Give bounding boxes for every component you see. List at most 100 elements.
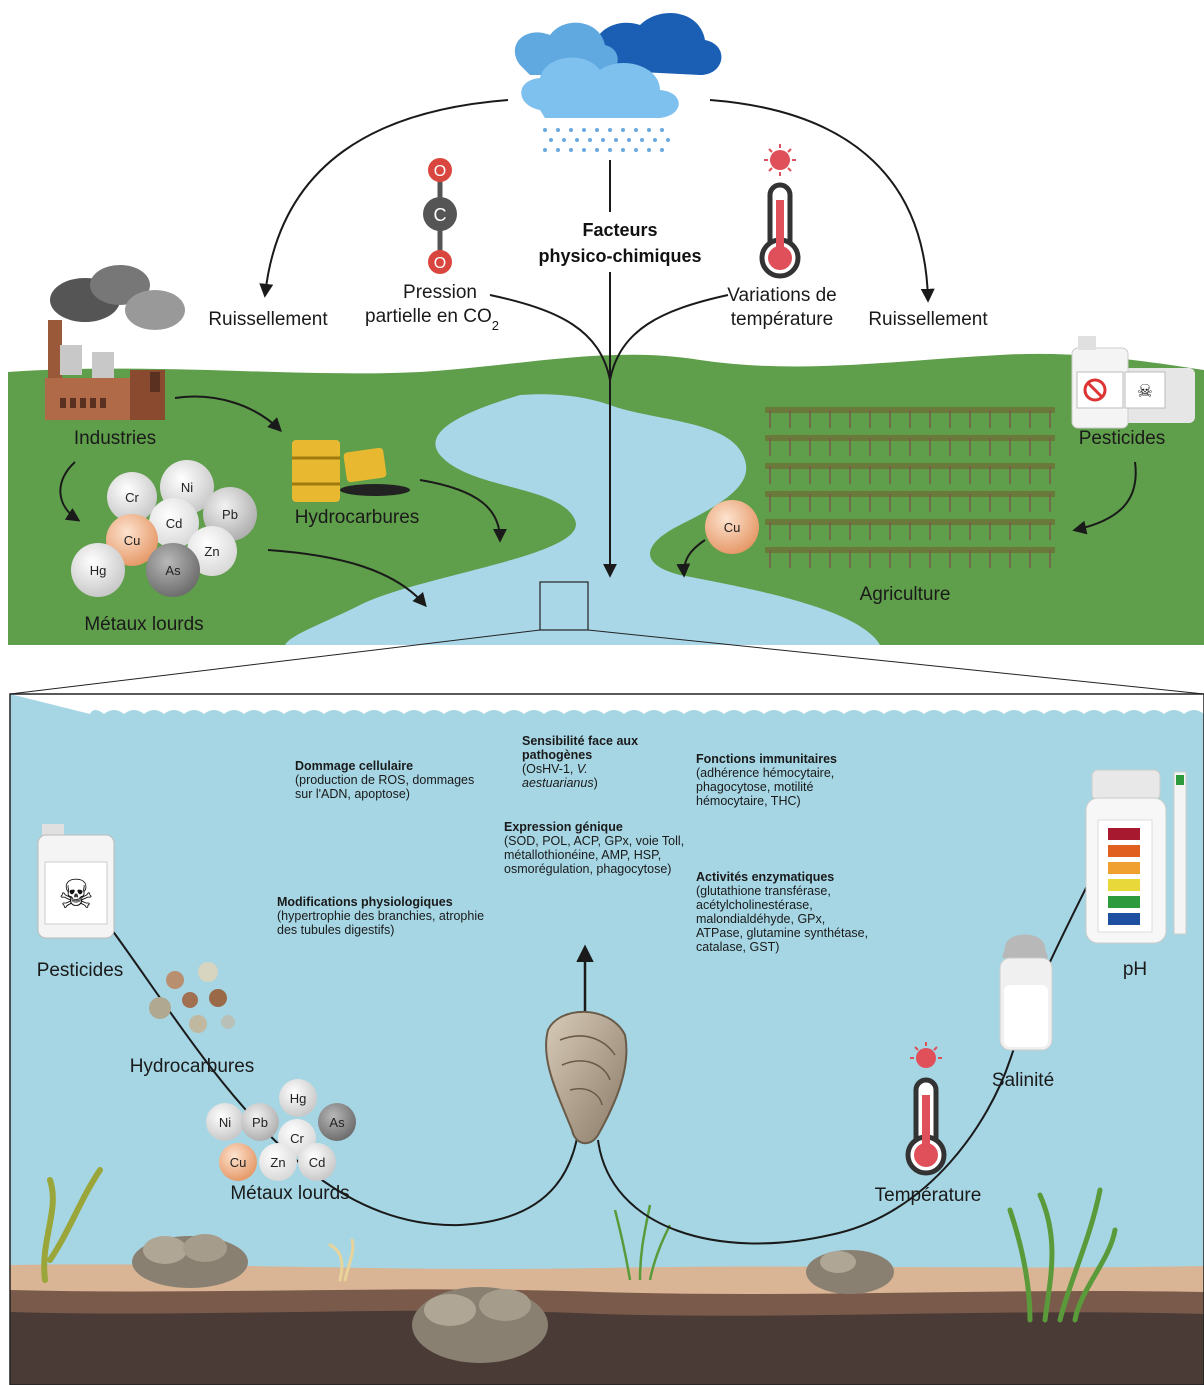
effect-gene-desc: (SOD, POL, ACP, GPx, voie Toll, métallot…: [504, 834, 685, 876]
cu-ball-label: Cu: [724, 520, 741, 535]
hydrocarbon-droplets: [149, 962, 235, 1033]
heavy-metals-label-top: Métaux lourds: [84, 614, 203, 635]
runoff-label-left: Ruissellement: [208, 309, 328, 330]
effect-physio-title: Modifications physiologiques: [277, 895, 453, 909]
temp-label-line1: Variations de: [727, 285, 837, 306]
stressor-curve-left: [111, 929, 581, 1227]
river: [285, 394, 880, 645]
metal-ni: Ni: [181, 480, 193, 495]
effect-pathogen-desc: (OsHV-1, V. aestuarianus): [522, 762, 598, 790]
metal-cd: Cd: [166, 516, 183, 531]
arrow-pesticides-river: [1072, 461, 1137, 535]
co2-label-line2: partielle en CO2: [365, 306, 499, 333]
panel-border: [9, 693, 1204, 1385]
agriculture-label: Agriculture: [860, 584, 951, 605]
heavy-metals-cluster-bottom: Hg Ni Pb As Cr Cu Zn Cd: [206, 1079, 356, 1181]
seaweed-left: [41, 1167, 103, 1283]
cloud-icon: [514, 13, 722, 152]
effect-immune-title: Fonctions immunitaires: [696, 752, 837, 766]
metal-b-hg: Hg: [290, 1091, 307, 1106]
metal-b-pb: Pb: [252, 1115, 268, 1130]
arrow-cu-river: [676, 539, 706, 578]
pesticide-containers-icon: ☠: [1071, 336, 1195, 429]
arrow-industries-metals: [59, 461, 81, 522]
factors-label-line1: Facteurs: [582, 220, 657, 240]
effect-immune: Fonctions immunitaires (adhérence hémocy…: [696, 752, 871, 808]
zoom-box: [539, 581, 589, 631]
effect-immune-desc: (adhérence hémocytaire, phagocytose, mot…: [696, 766, 835, 808]
effect-enzymatic: Activités enzymatiques (glutathione tran…: [696, 870, 871, 954]
flow-from-co2: [489, 294, 611, 381]
pesticides-label-top: Pesticides: [1079, 428, 1166, 449]
effect-gene-title: Expression génique: [504, 820, 623, 834]
rain-drops: [543, 128, 670, 152]
metal-pb: Pb: [222, 507, 238, 522]
co2-atom-o1: O: [434, 163, 446, 180]
metal-b-ni: Ni: [219, 1115, 231, 1130]
oyster-reef-left: [132, 1234, 248, 1288]
hydrocarbons-label-top: Hydrocarbures: [295, 507, 420, 528]
effect-pathogen: Sensibilité face aux pathogènes (OsHV-1,…: [522, 734, 662, 790]
effect-physiological: Modifications physiologiques (hypertroph…: [277, 895, 497, 937]
ph-label: pH: [1123, 959, 1147, 980]
metal-b-cu: Cu: [230, 1155, 247, 1170]
salinity-label: Salinité: [992, 1070, 1054, 1091]
zoom-line-right: [587, 629, 1204, 695]
arrow-hydrocarbons-river: [419, 479, 507, 543]
metal-hg: Hg: [90, 563, 107, 578]
pesticides-label-bottom: Pesticides: [37, 960, 124, 981]
runoff-arrow-left: [259, 99, 509, 298]
heavy-metals-cluster: Cr Ni Cd Pb Cu Zn Hg As: [71, 460, 257, 597]
metal-zn: Zn: [204, 544, 219, 559]
temperature-label-bottom: Température: [875, 1185, 982, 1206]
arrow-industries-hydrocarbons: [174, 395, 282, 432]
oyster-icon: [545, 1010, 628, 1145]
metal-cr: Cr: [125, 490, 139, 505]
metal-as: As: [165, 563, 181, 578]
effect-enzyme-desc: (glutathione transférase, acétylcholines…: [696, 884, 869, 954]
temp-label-line2: température: [731, 309, 833, 330]
ph-test-kit-icon: [1085, 769, 1187, 944]
thermometer-icon-bottom: [905, 1042, 947, 1176]
effect-cell-damage-title: Dommage cellulaire: [295, 759, 414, 773]
co2-atom-c: C: [434, 205, 447, 225]
co2-molecule-icon: O C O: [423, 158, 457, 274]
metal-b-cd: Cd: [309, 1155, 326, 1170]
co2-atom-o2: O: [434, 255, 446, 272]
seabed-soil: [10, 1310, 1204, 1385]
factory-icon: [45, 265, 185, 420]
effect-gene-expression: Expression génique (SOD, POL, ACP, GPx, …: [504, 820, 689, 876]
svg-text:☠: ☠: [58, 872, 94, 918]
factors-label-line2: physico-chimiques: [538, 246, 701, 266]
industries-label: Industries: [74, 428, 156, 449]
coral-icon: [328, 1238, 355, 1282]
thermometer-icon: [759, 144, 801, 279]
vineyard-rows: [765, 407, 1055, 568]
oyster-reef-right: [806, 1250, 894, 1294]
metal-b-as: As: [329, 1115, 345, 1130]
salt-shaker-icon: [999, 934, 1053, 1051]
landscape-panel: [8, 353, 1204, 645]
zoom-line-left: [9, 629, 541, 695]
metal-b-cr: Cr: [290, 1131, 304, 1146]
runoff-arrow-right: [709, 99, 935, 303]
runoff-label-right: Ruissellement: [868, 309, 988, 330]
water-surface: [10, 694, 1204, 714]
effect-cell-damage: Dommage cellulaire (production de ROS, d…: [295, 759, 475, 801]
cu-ball: [705, 500, 759, 554]
hydrocarbons-label-bottom: Hydrocarbures: [130, 1056, 255, 1077]
seaweed-right: [1007, 1187, 1118, 1323]
oil-barrel-icon: [292, 440, 410, 502]
effect-physio-desc: (hypertrophie des branchies, atrophie de…: [277, 909, 485, 937]
effect-cell-damage-desc: (production de ROS, dommages sur l'ADN, …: [295, 773, 475, 801]
heavy-metals-label-bottom: Métaux lourds: [230, 1183, 349, 1204]
flow-from-temp: [609, 294, 729, 381]
factors-box: [515, 212, 727, 272]
metal-cu: Cu: [124, 533, 141, 548]
arrow-metals-river: [267, 549, 427, 608]
effect-pathogen-title: Sensibilité face aux pathogènes: [522, 734, 639, 762]
co2-label-line1: Pression: [403, 282, 477, 303]
svg-text:☠: ☠: [1137, 381, 1153, 402]
pesticide-bottle-icon: ☠: [37, 824, 115, 939]
